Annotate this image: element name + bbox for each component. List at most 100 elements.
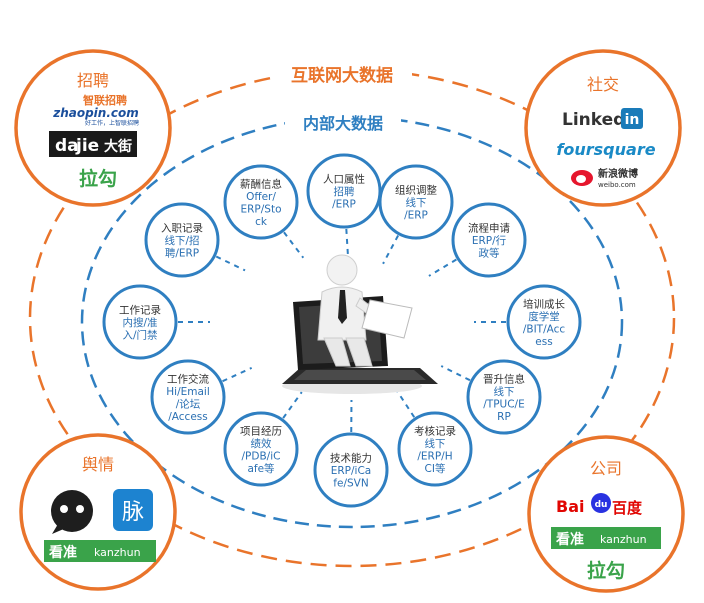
svg-text:看准: 看准 — [48, 544, 77, 561]
node-source-line: 线下 — [425, 437, 446, 450]
corner-recruit: 招聘 智联招聘 zhaopin.com 好工作，上智联招聘 da jie 大街 … — [16, 51, 170, 205]
foursquare-logo: foursquare — [556, 140, 655, 159]
node-source-line: /Access — [168, 411, 207, 423]
svg-text:zhaopin.com: zhaopin.com — [52, 106, 139, 120]
node-source-line: Hi/Email — [166, 386, 209, 398]
node-source-line: ERP/行 — [472, 234, 507, 247]
svg-text:脉: 脉 — [122, 500, 144, 525]
node-source-line: /BIT/Acc — [523, 323, 566, 335]
node-source-line: ess — [535, 336, 552, 348]
lagou-logo-company: 拉勾 — [587, 559, 625, 582]
svg-text:kanzhun: kanzhun — [600, 533, 647, 546]
node-source-line: Offer/ — [246, 191, 276, 203]
svg-text:看准: 看准 — [555, 531, 584, 548]
corner-social: 社交 Linked in foursquare 新浪微博 weibo.com — [526, 51, 680, 205]
node-source-line: RP — [497, 411, 511, 423]
node-source-line: ERP/iCa — [331, 465, 371, 477]
inner-title: 内部大数据 — [303, 114, 383, 133]
node-source-line: 绩效 — [251, 437, 272, 450]
node-source-line: afe等 — [247, 462, 275, 475]
svg-text:大街: 大街 — [104, 138, 132, 155]
weibo-logo: 新浪微博 weibo.com — [571, 167, 638, 189]
node-source-line: CI等 — [425, 462, 446, 475]
corner-opinion: 舆情 脉 看准 kanzhun — [21, 435, 175, 589]
node-source-line: /ERP — [404, 210, 428, 222]
node-title: 入职记录 — [161, 223, 203, 235]
spoke-salary — [284, 232, 303, 257]
node-title: 晋升信息 — [483, 372, 525, 385]
node-source-line: ERP/Sto — [240, 203, 281, 215]
node-source-line: 内搜/准 — [122, 316, 157, 329]
corner-company: 公司 Bai du 百度 看准 kanzhun 拉勾 — [529, 437, 683, 591]
node-title: 工作交流 — [167, 372, 209, 385]
spoke-communication — [223, 368, 252, 381]
corner-social-title: 社交 — [587, 75, 619, 94]
spoke-org — [383, 236, 398, 264]
node-source-line: 入/门禁 — [122, 329, 158, 342]
node-title: 培训成长 — [523, 297, 565, 310]
node-title: 人口属性 — [323, 173, 365, 186]
node-source-line: 线下 — [494, 385, 515, 398]
node-source-line: fe/SVN — [333, 478, 368, 490]
node-source-line: ck — [255, 216, 268, 228]
svg-text:新浪微博: 新浪微博 — [598, 167, 638, 180]
kanzhun-logo-company: 看准 kanzhun — [551, 527, 661, 549]
lagou-logo: 拉勾 — [79, 167, 117, 190]
node-source-line: 线下/招 — [164, 234, 199, 247]
svg-text:百度: 百度 — [612, 499, 643, 517]
svg-text:in: in — [625, 112, 640, 128]
svg-text:智联招聘: 智联招聘 — [83, 93, 127, 107]
svg-text:kanzhun: kanzhun — [94, 546, 141, 559]
node-source-line: /PDB/iC — [242, 450, 281, 462]
node-title: 技术能力 — [330, 452, 372, 465]
laptop-figure-illustration — [282, 255, 438, 394]
node-source-line: 政等 — [479, 247, 500, 260]
corner-company-title: 公司 — [590, 459, 622, 478]
maimai-logo: 脉 — [113, 489, 153, 531]
node-source-line: /论坛 — [176, 397, 201, 410]
node-source-line: 招聘 — [334, 185, 355, 198]
spoke-project — [283, 392, 302, 418]
spoke-assessment — [397, 390, 415, 417]
corner-recruit-title: 招聘 — [77, 71, 109, 90]
node-title: 组织调整 — [395, 184, 437, 197]
spoke-onboarding — [216, 257, 245, 271]
node-title: 工作记录 — [119, 305, 161, 317]
node-source-line: 度学堂 — [528, 310, 560, 323]
linkedin-logo: Linked in — [562, 108, 643, 130]
svg-text:Linked: Linked — [562, 110, 625, 130]
svg-text:du: du — [595, 500, 608, 510]
dajie-logo: da jie 大街 — [49, 131, 137, 157]
node-title: 薪酬信息 — [240, 177, 282, 190]
svg-text:jie: jie — [75, 136, 99, 156]
svg-text:weibo.com: weibo.com — [598, 181, 636, 189]
kanzhun-logo: 看准 kanzhun — [44, 540, 156, 562]
node-title: 考核记录 — [414, 424, 456, 437]
svg-text:好工作，上智联招聘: 好工作，上智联招聘 — [85, 119, 139, 127]
node-source-line: 线下 — [406, 196, 427, 209]
outer-title: 互联网大数据 — [291, 65, 393, 86]
node-source-line: /TPUC/E — [483, 398, 524, 410]
node-source-line: 聘/ERP — [165, 247, 199, 260]
corner-opinion-title: 舆情 — [82, 455, 114, 474]
node-source-line: /ERP/H — [417, 450, 452, 462]
spoke-promotion — [441, 366, 470, 380]
node-title: 项目经历 — [240, 424, 282, 437]
svg-text:Bai: Bai — [556, 497, 584, 516]
node-source-line: /ERP — [332, 199, 356, 211]
spoke-process — [429, 260, 456, 276]
